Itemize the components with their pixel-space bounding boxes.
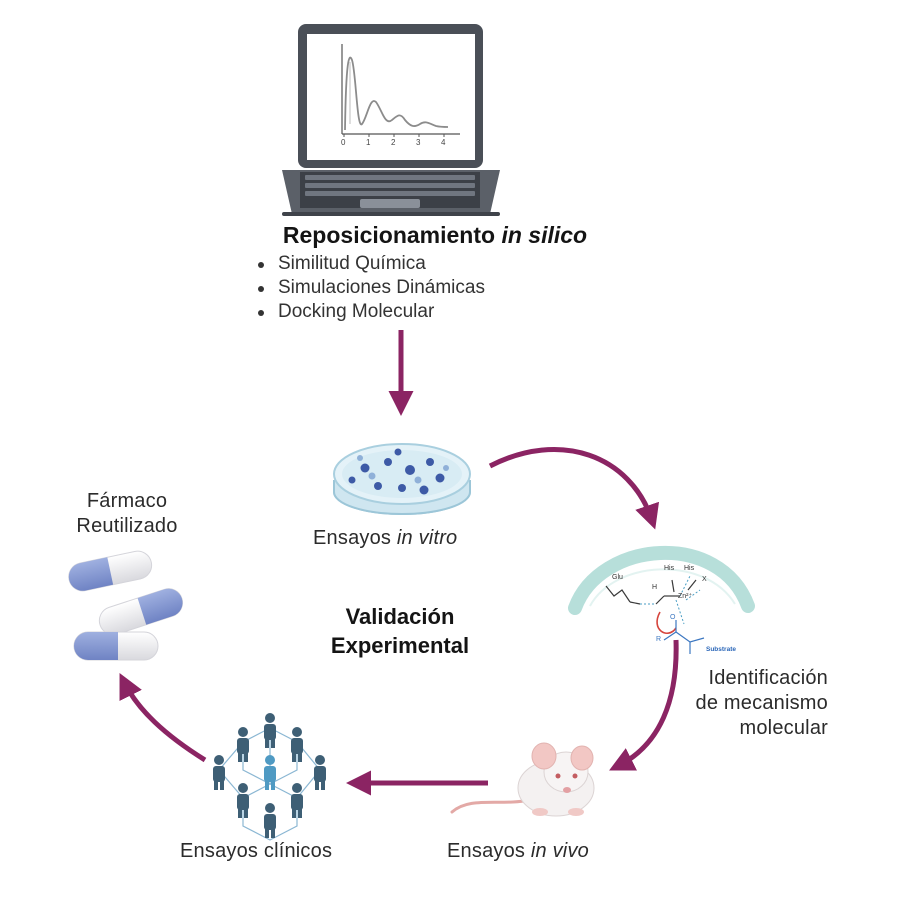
arrow-clinical-to-drug	[119, 673, 207, 763]
arrow-vitro-to-mechanism	[488, 447, 660, 530]
plot-tick: 1	[366, 138, 371, 147]
validation-line-2: Experimental	[330, 633, 470, 658]
drug-line-2: Reutilizado	[76, 515, 178, 537]
experimental-validation-title: Validación Experimental	[300, 602, 500, 660]
molecule-label-o: O	[670, 614, 676, 621]
pill-3	[73, 631, 159, 661]
molecule-label-glu: Glu	[612, 574, 623, 581]
molecule-label-zn: Zn²⁺	[678, 593, 693, 600]
list-item: Simulaciones Dinámicas	[254, 276, 485, 300]
in-silico-title: Reposicionamiento in silico	[40, 222, 830, 249]
clinical-trials-label: Ensayos clínicos	[180, 840, 333, 862]
plot-tick: 4	[441, 138, 446, 147]
screen-plot	[341, 44, 460, 137]
people-network-icon	[213, 713, 326, 841]
pills-icon	[68, 550, 184, 661]
pill-2	[98, 588, 184, 636]
list-item: Docking Molecular	[254, 300, 485, 324]
molecule-label-r: R	[656, 636, 662, 643]
molecule-label-his: His	[684, 565, 695, 572]
molecule-label-his: His	[664, 565, 675, 572]
in-vitro-prefix: Ensayos	[313, 527, 392, 549]
in-vitro-italic: in vitro	[396, 527, 458, 549]
in-silico-title-italic: in silico	[501, 222, 588, 248]
mechanism-line-1: Identificación	[708, 667, 828, 689]
mechanism-line-2: de mecanismo	[695, 692, 828, 714]
keyboard-keys	[305, 175, 475, 196]
plot-tick: 0	[341, 138, 346, 147]
drug-line-1: Fármaco	[86, 490, 168, 512]
molecule-label-x: X	[702, 576, 707, 583]
list-item: Similitud Química	[254, 252, 485, 276]
molecule-label-h: H	[652, 584, 658, 591]
repurposed-drug-label: Fármaco Reutilizado	[60, 489, 194, 539]
in-silico-methods-list: Similitud Química Simulaciones Dinámicas…	[254, 252, 485, 324]
laptop-icon	[282, 24, 500, 216]
molecular-mechanism-icon	[568, 545, 755, 654]
validation-line-1: Validación	[345, 604, 455, 629]
mouse-icon	[450, 742, 595, 817]
pill-1	[68, 550, 153, 592]
petri-dish-icon	[333, 443, 471, 515]
plot-tick: 3	[416, 138, 421, 147]
in-silico-title-text: Reposicionamiento	[282, 222, 496, 248]
mechanism-label: Identificación de mecanismo molecular	[670, 666, 828, 741]
in-vivo-italic: in vivo	[530, 840, 589, 862]
in-vivo-prefix: Ensayos	[447, 840, 526, 862]
arrow-mechanism-to-vivo	[609, 639, 679, 771]
plot-tick: 2	[391, 138, 396, 147]
molecule-label-substrate: Substrate	[706, 646, 736, 653]
in-vitro-label: Ensayos in vitro	[313, 527, 457, 550]
mechanism-line-3: molecular	[739, 717, 828, 739]
in-vivo-label: Ensayos in vivo	[447, 840, 589, 863]
